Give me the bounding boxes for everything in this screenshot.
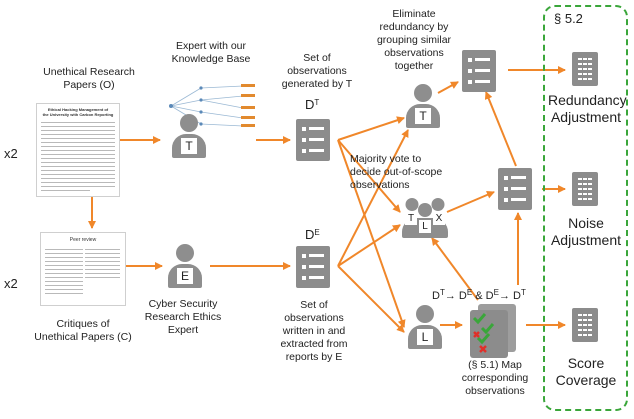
- arrow-de-to-t: [337, 129, 409, 267]
- section-5-2-box: [543, 5, 628, 411]
- dt-label: DT: [305, 97, 320, 112]
- arrow-group-to-list2: [446, 191, 495, 213]
- arrow-de-to-group: [337, 224, 401, 267]
- e-badge: E: [177, 268, 193, 284]
- coverage-grid-icon: [572, 308, 598, 342]
- critique-thumbnail: Peer review: [40, 232, 126, 306]
- de-label: DE: [305, 227, 320, 242]
- critiques-label: Critiques of Unethical Papers (C): [34, 318, 132, 343]
- section-label: § 5.2: [554, 11, 583, 26]
- knowledge-graph-icon: [169, 84, 255, 127]
- arrow-dt-to-t: [337, 116, 405, 141]
- noise-label: Noise Adjustment: [550, 215, 622, 248]
- noise-grid-icon: [572, 172, 598, 206]
- arrow-t-to-list1: [437, 81, 459, 94]
- de-list-icon: [296, 246, 330, 288]
- arrow-dt-to-group: [337, 139, 401, 213]
- multiplier-bottom: x2: [4, 276, 18, 291]
- t-avatar: T: [406, 84, 440, 128]
- eliminate-label: Eliminate redundancy by grouping similar…: [376, 8, 452, 72]
- ethics-expert-label: Cyber Security Research Ethics Expert: [144, 298, 222, 336]
- paper-title: Ethical Hacking Management of the Univer…: [42, 107, 114, 117]
- arrow-list2-to-list1: [484, 91, 517, 167]
- redundancy-list-icon: [462, 50, 496, 92]
- group-badge-t: T: [405, 212, 417, 225]
- t-badge: T: [181, 138, 197, 154]
- group-avatar: T X L: [402, 198, 448, 238]
- dt-list-icon: [296, 119, 330, 161]
- redundancy-grid-icon: [572, 52, 598, 86]
- map-label: (§ 5.1) Map corresponding observations: [461, 359, 529, 397]
- arrow-dt-to-l: [337, 139, 406, 328]
- arrow-map-to-group: [431, 237, 479, 301]
- expert-t-avatar: T: [172, 114, 206, 158]
- group-badge-x: X: [433, 212, 445, 225]
- set-t-label: Set of observations generated by T: [281, 52, 353, 90]
- set-e-label: Set of observations written in and extra…: [280, 299, 348, 363]
- majority-label: Majority vote to decide out-of-scope obs…: [350, 153, 443, 191]
- arrow-de-to-l: [337, 265, 405, 333]
- noise-list-icon: [498, 168, 532, 210]
- multiplier-top: x2: [4, 146, 18, 161]
- papers-label: Unethical Research Papers (O): [43, 66, 135, 91]
- l-avatar: L: [408, 305, 442, 349]
- paper-thumbnail: Ethical Hacking Management of the Univer…: [36, 103, 120, 197]
- map-header: DT→ DE & DE→ DT: [432, 288, 526, 302]
- expert-e-avatar: E: [168, 244, 202, 288]
- redundancy-label: Redundancy Adjustment: [548, 92, 627, 125]
- kb-expert-label: Expert with our Knowledge Base: [171, 40, 251, 65]
- mapping-checklist-icon: [470, 304, 516, 358]
- critique-title: Peer review: [69, 237, 97, 243]
- group-badge-l: L: [419, 220, 431, 233]
- coverage-label: Score Coverage: [555, 355, 617, 388]
